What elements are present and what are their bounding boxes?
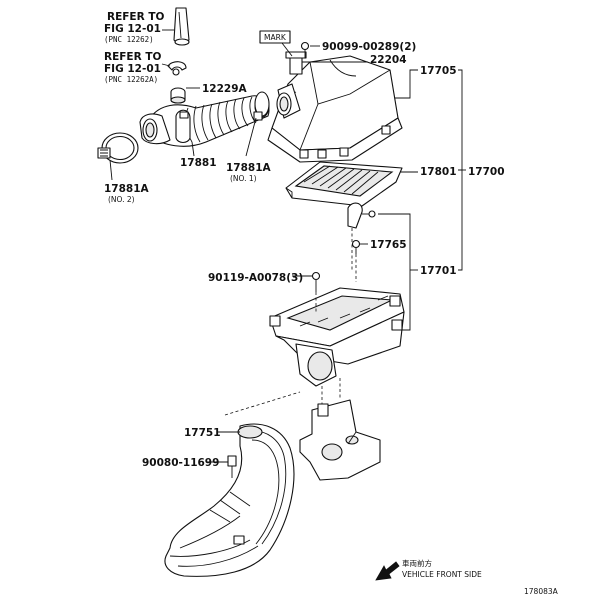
label-17705: 17705	[420, 65, 457, 77]
label-17700: 17700	[468, 166, 505, 178]
air-cleaner-case-17701	[269, 287, 405, 387]
figure-code: 178083A	[524, 587, 559, 596]
bolt-90119	[311, 271, 321, 292]
refer-to-fig-1: REFER TO FIG 12-01 (PNC 12262)	[104, 11, 165, 44]
refer2-line1: REFER TO	[104, 51, 162, 63]
clamp-12229A	[167, 61, 187, 76]
refer1-line1: REFER TO	[107, 11, 165, 23]
upper-hose-reference	[173, 7, 190, 46]
label-12229A: 12229A	[202, 83, 248, 95]
label-90119-A0078: 90119-A0078(3)	[208, 272, 303, 284]
air-cleaner-cap-17705	[267, 41, 403, 163]
bracket-17765	[347, 202, 376, 254]
mount-bracket	[299, 399, 381, 481]
refer2-line3: (PNC 12262A)	[104, 75, 158, 84]
refer1-line3: (PNC 12262)	[104, 35, 154, 44]
clip-90080	[227, 455, 237, 478]
intake-duct-17751	[164, 423, 295, 577]
direction-arrow-icon	[375, 561, 400, 581]
mark-box: MARK	[259, 30, 293, 57]
label-17801: 17801	[420, 166, 457, 178]
label-90080-11699: 90080-11699	[142, 457, 219, 469]
label-17881A-no1-sub: (NO. 1)	[230, 174, 257, 183]
clamp-17881A-no1	[253, 91, 270, 121]
mark-box-label: MARK	[264, 33, 287, 42]
label-17765: 17765	[370, 239, 407, 251]
label-17881A-no2-sub: (NO. 2)	[108, 195, 135, 204]
leader-lines	[109, 29, 466, 463]
refer1-line2: FIG 12-01	[104, 23, 161, 35]
intake-hose-17881	[139, 94, 270, 147]
label-17751: 17751	[184, 427, 221, 439]
label-90099-00289: 90099-00289(2)	[322, 41, 416, 53]
label-17881A-no1: 17881A	[226, 162, 272, 174]
clamp-17881A-no2	[97, 132, 139, 164]
air-filter-element-17801	[285, 161, 403, 207]
refer2-line2: FIG 12-01	[104, 63, 161, 75]
label-17701: 17701	[420, 265, 457, 277]
connector-12229A	[170, 87, 186, 104]
vehicle-front-direction: 車両前方 VEHICLE FRONT SIDE	[375, 558, 482, 581]
direction-jp: 車両前方	[402, 558, 432, 568]
label-17881: 17881	[180, 157, 217, 169]
label-17881A-no2: 17881A	[104, 183, 150, 195]
direction-en: VEHICLE FRONT SIDE	[402, 570, 482, 579]
label-22204: 22204	[370, 54, 407, 66]
refer-to-fig-2: REFER TO FIG 12-01 (PNC 12262A)	[104, 51, 162, 84]
